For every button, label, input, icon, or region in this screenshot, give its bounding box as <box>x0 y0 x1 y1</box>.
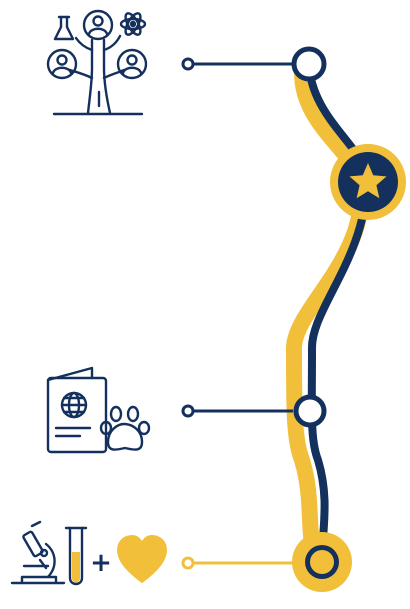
plus-sign: + <box>90 548 112 578</box>
timeline-path <box>286 54 372 570</box>
connector-1 <box>181 57 292 71</box>
connector-4 <box>181 556 305 570</box>
heart-icon <box>117 535 167 583</box>
marker-4-filled-circle <box>292 532 352 592</box>
marker-1-open-circle <box>291 46 327 82</box>
family-tree-science-icon <box>46 9 148 116</box>
connector-4-dot <box>181 556 195 570</box>
marker-3-open-circle <box>293 394 327 428</box>
connector-1-dot <box>181 57 195 71</box>
path-gold-band <box>286 54 370 570</box>
microscope-icon <box>10 520 66 585</box>
marker-2-star-badge <box>330 144 406 220</box>
connector-3-dot <box>181 404 195 418</box>
pet-passport-icon <box>46 366 151 454</box>
connector-3 <box>181 404 293 418</box>
star-icon <box>349 163 387 199</box>
microscope-heart-icon: + <box>10 520 167 586</box>
test-tube-icon <box>64 526 88 586</box>
